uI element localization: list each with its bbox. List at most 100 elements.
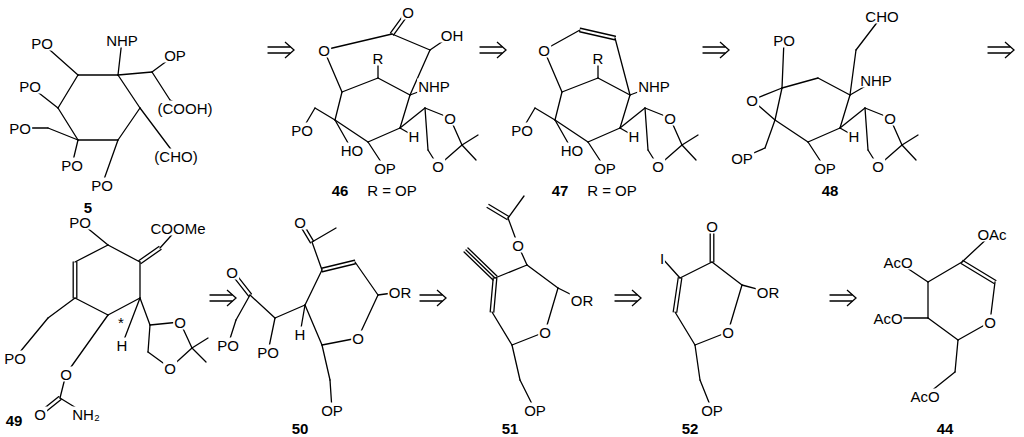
compound-number: 52: [681, 420, 700, 435]
single-bond: [315, 108, 335, 120]
single-bond: [118, 108, 140, 140]
single-bond: [462, 145, 476, 160]
atom-label: PO: [68, 215, 92, 230]
single-bond: [400, 108, 425, 128]
retro-arrow: [480, 46, 502, 47]
single-bond: [765, 120, 775, 148]
single-bond: [598, 78, 630, 95]
retro-arrow: [210, 294, 232, 295]
double-bond: [494, 278, 497, 312]
atom-label: OH: [440, 28, 465, 43]
double-bond: [489, 204, 509, 216]
atom-label: O: [538, 325, 552, 340]
atom-label: R: [592, 51, 605, 66]
single-bond: [236, 295, 250, 320]
single-bond: [48, 128, 78, 140]
retro-arrow: [703, 52, 725, 53]
atom-label: H: [628, 129, 641, 144]
substituent-note: R = OP: [366, 183, 418, 198]
single-bond: [588, 128, 620, 142]
atom-label: O: [59, 367, 73, 382]
atom-label: PO: [772, 33, 796, 48]
retro-arrow: [988, 46, 1010, 47]
single-bond: [775, 88, 782, 120]
retro-arrow: [285, 42, 294, 58]
atom-label: O: [745, 93, 759, 108]
single-bond: [118, 72, 152, 75]
atom-label: I: [659, 251, 665, 266]
single-bond: [425, 108, 428, 150]
atom-label: O: [431, 159, 445, 174]
single-bond: [927, 282, 928, 318]
atom-label: OP: [730, 151, 754, 166]
retro-arrow: [420, 294, 442, 295]
single-bond: [342, 78, 378, 92]
single-bond: [495, 265, 527, 278]
atom-label: OR: [388, 285, 413, 300]
retro-arrow: [703, 46, 725, 47]
single-bond: [555, 92, 562, 120]
atom-label: PO: [90, 178, 114, 193]
atom-label: CHO: [864, 9, 899, 24]
atom-label: AcO: [872, 311, 903, 326]
single-bond: [775, 120, 808, 142]
single-bond: [108, 245, 140, 262]
single-bond: [955, 340, 958, 372]
atom-label: OP: [523, 403, 547, 418]
atom-label: PO: [290, 123, 314, 138]
atom-label: NH₂: [71, 407, 101, 422]
single-bond: [512, 345, 520, 380]
single-bond: [324, 34, 392, 50]
single-bond: [680, 262, 712, 278]
compound-number: 46: [331, 183, 350, 198]
retro-arrow: [615, 300, 637, 301]
atom-label: H: [408, 129, 421, 144]
compound-number: 5: [83, 200, 93, 215]
retro-arrow: [268, 46, 290, 47]
atom-label: NHP: [637, 79, 671, 94]
single-bond: [312, 242, 322, 270]
atom-label: PO: [256, 345, 280, 360]
single-bond: [322, 345, 330, 380]
atom-label: NHP: [105, 33, 139, 48]
retro-arrow: [830, 300, 852, 301]
atom-label: OAc: [976, 227, 1007, 242]
compound-number: 44: [936, 420, 955, 435]
single-bond: [355, 262, 378, 295]
retro-arrow: [210, 300, 232, 301]
atom-label: COOMe: [149, 221, 206, 236]
triple-bond: [464, 252, 493, 280]
retro-arrow: [720, 42, 729, 58]
retro-arrow: [420, 300, 442, 301]
single-bond: [75, 245, 108, 262]
atom-label: O: [537, 43, 551, 58]
single-bond: [695, 345, 700, 380]
atom-label: H: [848, 129, 861, 144]
atom-label: PO: [30, 36, 54, 51]
single-bond: [108, 298, 140, 315]
single-bond: [312, 228, 336, 242]
atom-label: O: [401, 5, 415, 20]
single-bond: [620, 95, 630, 128]
single-bond: [535, 108, 555, 120]
single-bond: [305, 270, 322, 305]
single-bond: [75, 298, 108, 315]
single-bond: [152, 72, 170, 100]
atom-label: NHP: [859, 73, 893, 88]
retro-arrow: [227, 290, 236, 306]
atom-label: O: [651, 159, 665, 174]
atom-label: OR: [570, 293, 595, 308]
triple-bond: [466, 250, 495, 278]
atom-label: PO: [8, 121, 32, 136]
atom-label: O: [351, 331, 365, 346]
atom-label: O: [871, 159, 885, 174]
atom-label: OP: [373, 161, 397, 176]
retro-arrow: [615, 294, 637, 295]
atom-label: O: [225, 265, 239, 280]
compound-number: 47: [551, 183, 570, 198]
atom-label: O: [721, 325, 735, 340]
retro-arrow: [830, 294, 852, 295]
single-bond: [850, 50, 856, 95]
single-bond: [902, 145, 916, 160]
atom-label: O: [443, 111, 457, 126]
